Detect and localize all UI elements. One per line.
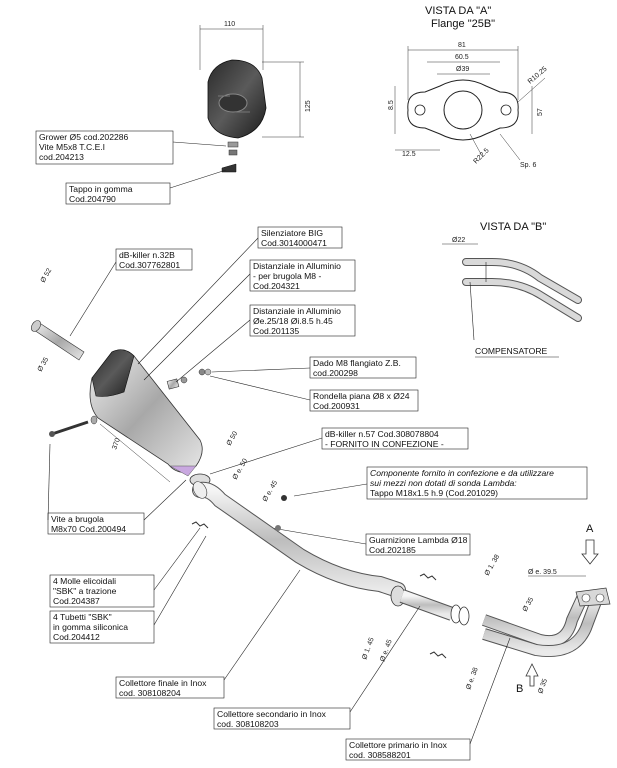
label-silenziatore: Silenziatore BIG Cod.3014000471 [137,226,343,365]
svg-text:- FORNITO IN CONFEZIONE -: - FORNITO IN CONFEZIONE - [325,439,444,449]
label-dbkiller57: dB-killer n.57 Cod.308078804 - FORNITO I… [209,427,469,475]
svg-text:cod. 308588201: cod. 308588201 [349,750,411,760]
view-b-compensatore: VISTA DA "B" Ø22 COMPENSATORE [442,221,582,358]
svg-text:Ø 1. 45: Ø 1. 45 [361,637,375,661]
svg-text:Cod.204321: Cod.204321 [253,281,300,291]
label-guarnizione: Guarnizione Lambda Ø18 Cod.202185 [271,527,471,556]
label-dado: Dado M8 flangiato Z.B. cod.200298 [211,356,417,379]
svg-text:Øe.25/18 Øi.8.5 h.45: Øe.25/18 Øi.8.5 h.45 [253,316,333,326]
svg-text:M8x70 Cod.200494: M8x70 Cod.200494 [51,524,126,534]
label-rondella: Rondella piana Ø8 x Ø24 Cod.200931 [209,375,419,412]
svg-text:Distanziale in Alluminio: Distanziale in Alluminio [253,306,341,316]
svg-text:R22.5: R22.5 [472,147,490,165]
collector-assembly: Ø 1. 38 Ø e. 39.5 Ø 35 Ø 1. 45 Ø e. 45 Ø… [191,481,611,695]
svg-text:12.5: 12.5 [402,151,416,158]
svg-text:Ø 1. 38: Ø 1. 38 [484,554,502,577]
svg-text:Cod.204790: Cod.204790 [69,194,116,204]
view-a-subtitle: Flange "25B" [431,18,495,30]
svg-text:57: 57 [537,108,544,116]
svg-text:Vite a brugola: Vite a brugola [51,514,104,524]
label-grower: Grower Ø5 cod.202286 Vite M5x8 T.C.E.I c… [35,130,227,165]
svg-text:Rondella piana Ø8 x Ø24: Rondella piana Ø8 x Ø24 [313,391,410,401]
label-distanziale1: Distanziale in Alluminio - per brugola M… [143,259,356,381]
label-collettore-secondario: Collettore secondario in Inox cod. 30810… [213,605,421,730]
label-collettore-primario: Collettore primario in Inox cod. 3085882… [345,637,511,761]
svg-text:Distanziale in Alluminio: Distanziale in Alluminio [253,261,341,271]
svg-text:Ø 50: Ø 50 [226,430,240,447]
label-tubetti: 4 Tubetti "SBK" in gomma siliconica Cod.… [49,527,207,644]
label-compensatore: COMPENSATORE [475,346,548,356]
svg-text:Ø e. 39.5: Ø e. 39.5 [528,569,557,576]
svg-text:cod.204213: cod.204213 [39,152,84,162]
svg-text:cod.200298: cod.200298 [313,368,358,378]
svg-text:Collettore finale in Inox: Collettore finale in Inox [119,678,207,688]
svg-text:Cod.201135: Cod.201135 [253,326,299,336]
view-b-title: VISTA DA "B" [480,221,546,233]
svg-text:Cod.307762801: Cod.307762801 [119,260,180,270]
view-a-flange: VISTA DA "A" Flange "25B" 81 60.5 Ø39 8.… [388,5,549,169]
dim-110: 110 [224,21,235,28]
svg-text:Ø e. 45: Ø e. 45 [379,639,393,663]
arrow-b-label: B [516,683,523,695]
svg-text:370: 370 [111,437,122,450]
svg-text:Ø 35: Ø 35 [522,596,536,613]
label-molle: 4 Molle elicoidali "SBK" a trazione Cod.… [49,574,155,608]
svg-text:Tappo in gomma: Tappo in gomma [69,184,133,194]
label-dbkiller32: dB-killer n.32B Cod.307762801 [69,248,193,337]
svg-text:cod. 308108204: cod. 308108204 [119,688,181,698]
label-componente: Componente fornito in confezione e da ut… [293,466,588,500]
svg-text:Grower Ø5 cod.202286: Grower Ø5 cod.202286 [39,132,129,142]
silencer-assembly: Ø 52 Ø 35 370 Ø 50 Ø e. 50 Ø e. 45 [31,267,280,503]
svg-text:Tappo M18x1.5 h.9 (Cod.201029: Tappo M18x1.5 h.9 (Cod.201029) [370,488,498,498]
view-a-title: VISTA DA "A" [425,5,491,17]
svg-text:Cod.3014000471: Cod.3014000471 [261,238,327,248]
svg-text:Dado M8 flangiato Z.B.: Dado M8 flangiato Z.B. [313,358,401,368]
silencer-end-view: 110 125 [199,21,312,173]
label-distanziale2: Distanziale in Alluminio Øe.25/18 Øi.8.5… [175,304,356,383]
label-collettore-finale: Collettore finale in Inox cod. 308108204 [115,569,301,699]
svg-text:81: 81 [458,42,466,49]
svg-text:Ø22: Ø22 [452,237,465,244]
svg-text:- per brugola M8 -: - per brugola M8 - [253,271,321,281]
label-tappo: Tappo in gomma Cod.204790 [65,169,227,205]
svg-text:sui mezzi non dotati di sonda: sui mezzi non dotati di sonda Lambda: [370,478,517,488]
svg-text:8.5: 8.5 [388,100,395,110]
svg-text:Cod.204387: Cod.204387 [53,596,100,606]
arrow-a-label: A [586,523,594,535]
dim-125: 125 [305,100,312,112]
svg-text:4 Tubetti "SBK": 4 Tubetti "SBK" [53,612,112,622]
svg-text:cod. 308108203: cod. 308108203 [217,719,279,729]
svg-text:Cod.204412: Cod.204412 [53,632,100,642]
svg-text:4 Molle elicoidali: 4 Molle elicoidali [53,576,116,586]
svg-text:"SBK" a trazione: "SBK" a trazione [53,586,117,596]
svg-text:Ø e. 50: Ø e. 50 [232,458,250,481]
svg-text:dB-killer n.32B: dB-killer n.32B [119,250,175,260]
svg-text:Ø39: Ø39 [456,66,469,73]
svg-text:60.5: 60.5 [455,54,469,61]
svg-text:Ø e. 45: Ø e. 45 [262,480,280,503]
svg-text:Componente fornito in confezio: Componente fornito in confezione e da ut… [370,468,554,478]
svg-text:Sp. 6: Sp. 6 [520,162,536,169]
svg-text:dB-killer n.57 Cod.308078804: dB-killer n.57 Cod.308078804 [325,429,439,439]
svg-text:Collettore primario in Inox: Collettore primario in Inox [349,740,448,750]
svg-text:Guarnizione Lambda Ø18: Guarnizione Lambda Ø18 [369,535,468,545]
svg-text:Ø 52: Ø 52 [40,267,54,284]
svg-text:Silenziatore BIG: Silenziatore BIG [261,228,323,238]
svg-text:Cod.200931: Cod.200931 [313,401,360,411]
svg-text:Vite M5x8 T.C.E.I: Vite M5x8 T.C.E.I [39,142,105,152]
svg-text:Ø e. 38: Ø e. 38 [465,667,479,691]
svg-text:Collettore secondario in Inox: Collettore secondario in Inox [217,709,327,719]
svg-text:Cod.202185: Cod.202185 [369,545,416,555]
svg-text:in gomma siliconica: in gomma siliconica [53,622,128,632]
svg-text:Ø 35: Ø 35 [37,356,51,373]
label-vite: Vite a brugola M8x70 Cod.200494 [47,443,187,535]
svg-text:Ø 35: Ø 35 [537,678,549,695]
svg-text:R10.25: R10.25 [527,66,549,86]
